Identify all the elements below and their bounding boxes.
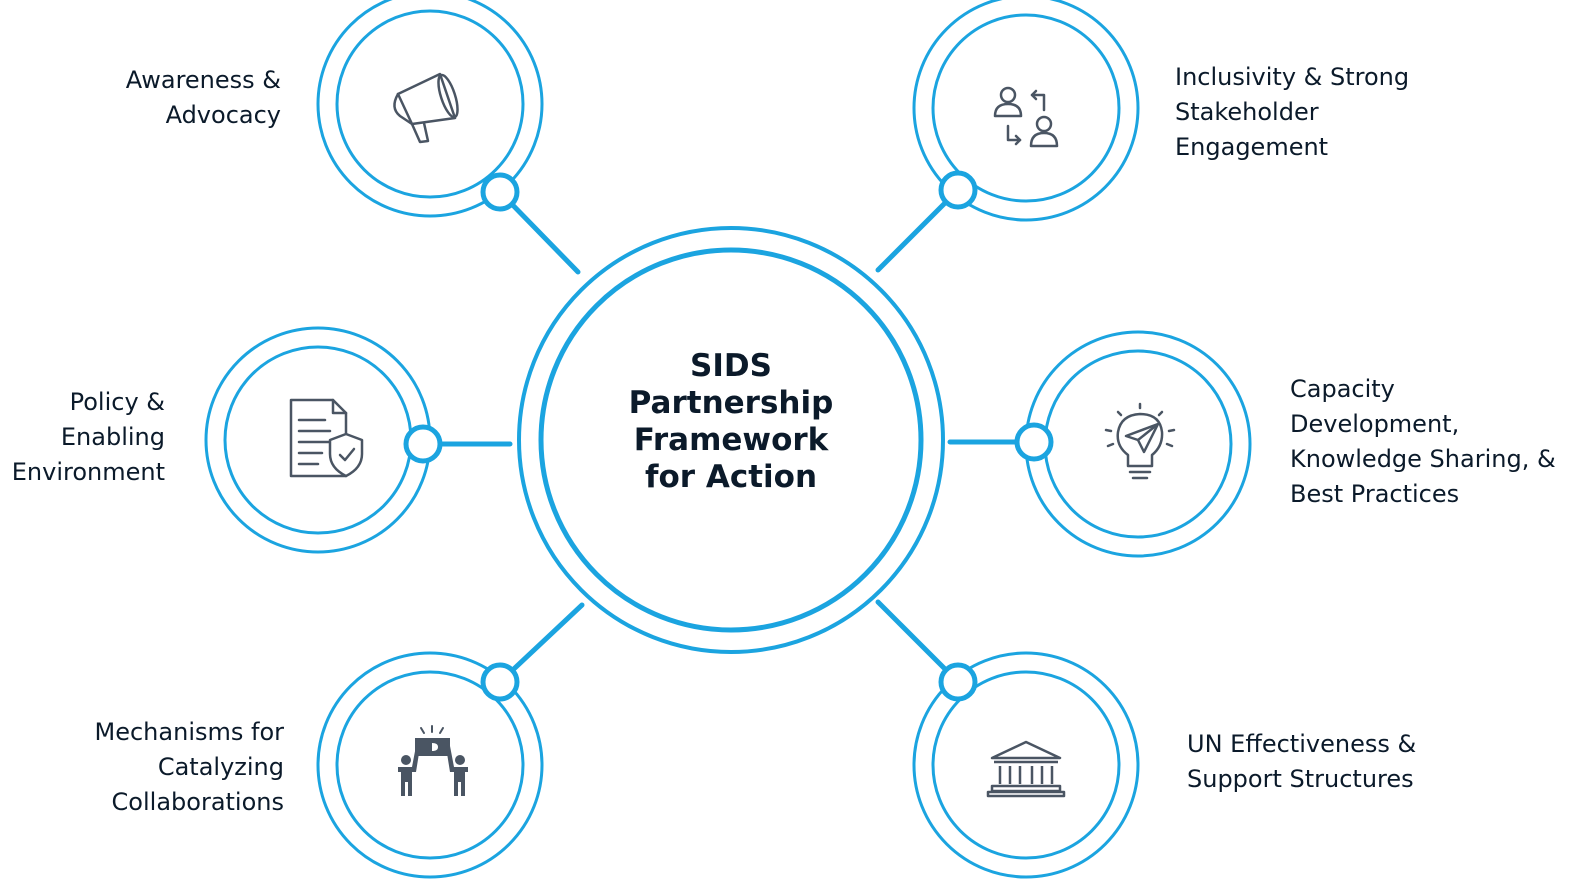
label-line: Knowledge Sharing, & [1290,445,1556,473]
label-line: UN Effectiveness & [1187,730,1417,758]
node-un[interactable] [912,651,1140,879]
center-title-line: for Action [644,459,818,495]
label-line: Catalyzing [157,753,284,781]
label-awareness: Awareness & Advocacy [126,63,281,133]
institution-building-icon [986,740,1066,798]
puzzle-collaboration-icon [398,725,468,796]
stakeholder-exchange-icon [993,86,1059,148]
label-line: Enabling [60,423,165,451]
label-line: Support Structures [1187,765,1414,793]
label-line: Awareness & [125,66,281,94]
node-awareness[interactable] [316,0,544,218]
label-inclusivity: Inclusivity & Strong Stakeholder Engagem… [1175,60,1409,165]
megaphone-icon [393,72,459,144]
label-line: Policy & [69,388,165,416]
center-circle [517,226,945,654]
label-line: Mechanisms for [94,718,284,746]
label-un: UN Effectiveness & Support Structures [1187,727,1416,797]
center-title: SIDS Partnership Framework for Action [596,348,866,496]
node-inclusivity[interactable] [912,0,1140,222]
label-line: Collaborations [111,788,284,816]
label-line: Engagement [1175,133,1329,161]
label-line: Best Practices [1290,480,1460,508]
label-line: Inclusivity & Strong [1175,63,1410,91]
label-capacity: Capacity Development, Knowledge Sharing,… [1290,372,1556,512]
label-line: Development, [1290,410,1460,438]
label-line: Capacity [1290,375,1395,403]
center-title-line: Framework [633,422,829,458]
node-mechanisms[interactable] [316,651,544,879]
policy-document-shield-icon [289,398,364,478]
label-mechanisms: Mechanisms for Catalyzing Collaborations [95,715,284,820]
label-policy: Policy & Enabling Environment [12,385,165,490]
lightbulb-paper-plane-icon [1104,402,1176,480]
label-line: Stakeholder [1175,98,1319,126]
label-line: Environment [11,458,165,486]
center-title-line: Partnership [628,385,834,421]
center-title-line: SIDS [690,348,772,384]
label-line: Advocacy [165,101,281,129]
node-policy[interactable] [204,326,443,554]
node-capacity[interactable] [1014,330,1252,558]
